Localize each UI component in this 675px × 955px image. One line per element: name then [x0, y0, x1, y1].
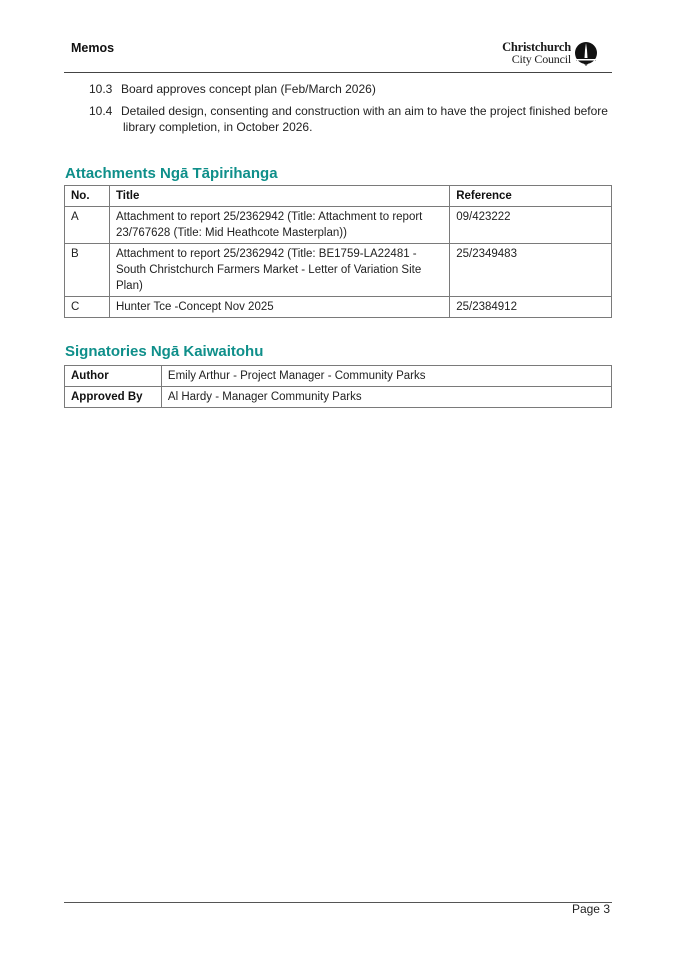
document-section-title: Memos: [71, 41, 115, 55]
attachment-no: C: [64, 296, 110, 318]
attachment-title[interactable]: Attachment to report 25/2362942 (Title: …: [108, 243, 451, 297]
list-item-text: Board approves concept plan (Feb/March 2…: [121, 82, 376, 96]
attachment-title-line: South Christchurch Farmers Market - Lett…: [115, 264, 422, 276]
attachment-title-line: Hunter Tce -Concept Nov 2025: [115, 301, 274, 313]
list-item-text-line2: library completion, in October 2026.: [123, 120, 313, 134]
attachment-no: A: [64, 206, 110, 244]
table-header-row: No. Title Reference: [64, 185, 612, 207]
list-item-number: 10.3: [89, 82, 113, 96]
attachment-title[interactable]: Attachment to report 25/2362942 (Title: …: [108, 206, 451, 244]
attachments-heading: Attachments Ngā Tāpirihanga: [65, 165, 278, 182]
table-row: Approved By Al Hardy - Manager Community…: [64, 386, 613, 408]
signatory-value: Al Hardy - Manager Community Parks: [160, 386, 613, 408]
list-item: 10.3 Board approves concept plan (Feb/Ma…: [89, 81, 609, 97]
table-row: Author Emily Arthur - Project Manager - …: [64, 365, 613, 387]
attachment-no: B: [64, 243, 110, 297]
page-number: Page 3: [571, 902, 610, 916]
column-header-reference: Reference: [449, 185, 612, 207]
attachment-reference: 09/423222: [449, 206, 612, 244]
logo-text-line2: City Council: [511, 52, 571, 66]
attachment-title-line: 23/767628 (Title: Mid Heathcote Masterpl…: [115, 227, 347, 239]
header-divider: [64, 72, 612, 73]
list-item-text-line1: Detailed design, consenting and construc…: [121, 104, 608, 118]
christchurch-city-council-logo: Christchurch City Council: [497, 40, 601, 68]
signatory-label: Approved By: [64, 386, 162, 408]
column-header-no: No.: [64, 185, 110, 207]
column-header-title: Title: [108, 185, 451, 207]
signatories-heading: Signatories Ngā Kaiwaitohu: [65, 343, 264, 360]
signatory-label: Author: [64, 365, 162, 387]
attachment-title-line: Attachment to report 25/2362942 (Title: …: [115, 248, 417, 260]
attachment-title-line: Attachment to report 25/2362942 (Title: …: [115, 211, 423, 223]
cathedral-logo-icon: [574, 42, 598, 66]
attachment-title-line: Plan): [115, 280, 143, 292]
attachment-reference: 25/2384912: [449, 296, 612, 318]
signatories-table: Author Emily Arthur - Project Manager - …: [64, 365, 613, 408]
table-row: C Hunter Tce -Concept Nov 2025 25/238491…: [64, 296, 612, 318]
attachment-reference: 25/2349483: [449, 243, 612, 297]
logo-text-line1: Christchurch: [502, 40, 571, 54]
list-item: 10.4 Detailed design, consenting and con…: [89, 103, 609, 135]
table-row: B Attachment to report 25/2362942 (Title…: [64, 243, 612, 297]
table-row: A Attachment to report 25/2362942 (Title…: [64, 206, 612, 244]
list-item-number: 10.4: [89, 104, 113, 118]
attachments-table: No. Title Reference A Attachment to repo…: [64, 185, 612, 318]
signatory-value: Emily Arthur - Project Manager - Communi…: [160, 365, 613, 387]
footer-divider: [64, 902, 612, 903]
attachment-title[interactable]: Hunter Tce -Concept Nov 2025: [108, 296, 451, 318]
